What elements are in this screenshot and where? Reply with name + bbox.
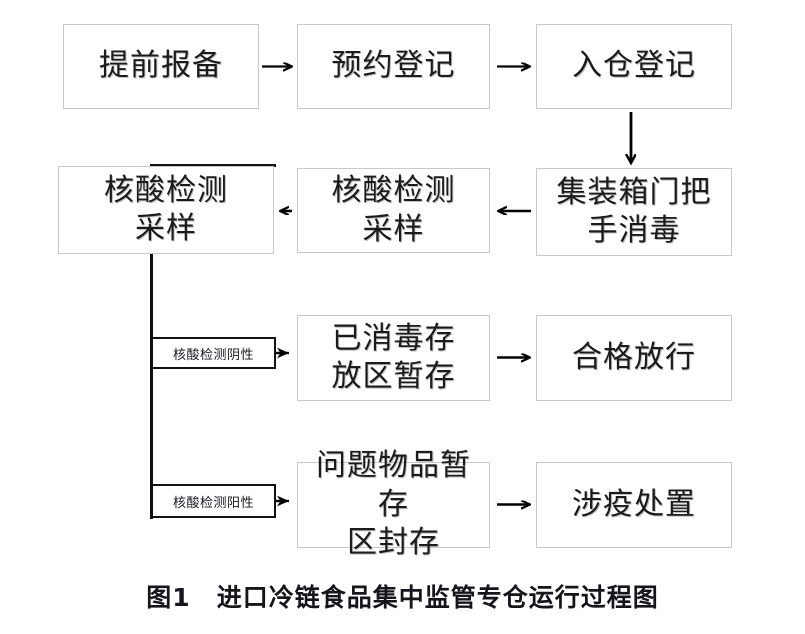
node-container-door-disinfection[interactable]: 集装箱门把 手消毒	[536, 168, 732, 256]
branch-label-positive-text: 核酸检测阳性	[172, 495, 254, 511]
node-entry-registration[interactable]: 入仓登记	[536, 24, 732, 109]
node-entry-registration-label: 入仓登记	[572, 48, 696, 84]
branch-label-negative-text: 核酸检测阴性	[172, 347, 254, 363]
node-appointment-label: 预约登记	[331, 48, 456, 84]
branch-label-negative[interactable]: 核酸检测阴性	[151, 337, 276, 369]
node-nucleic-sampling-1-label: 核酸检测 采样	[331, 173, 456, 247]
node-appointment[interactable]: 预约登记	[297, 24, 490, 109]
node-problem-goods-seal-label: 问题物品暂存 区封存	[316, 448, 471, 561]
node-nucleic-sampling-2[interactable]: 核酸检测 采样	[58, 166, 274, 254]
node-problem-goods-seal[interactable]: 问题物品暂存 区封存	[297, 448, 490, 560]
node-qualified-release-label: 合格放行	[572, 339, 696, 375]
node-nucleic-sampling-2-label: 核酸检测 采样	[104, 172, 228, 246]
node-epidemic-disposal[interactable]: 涉疫处置	[536, 462, 732, 548]
node-epidemic-disposal-label: 涉疫处置	[572, 486, 696, 522]
node-disinfected-storage-label: 已消毒存 放区暂存	[331, 320, 456, 394]
node-pre-report-label: 提前报备	[99, 48, 223, 84]
node-container-door-disinfection-label: 集装箱门把 手消毒	[556, 174, 712, 248]
node-disinfected-storage[interactable]: 已消毒存 放区暂存	[297, 315, 490, 401]
node-nucleic-sampling-1[interactable]: 核酸检测 采样	[297, 168, 490, 253]
figure-caption: 图1 进口冷链食品集中监管专仓运行过程图	[146, 583, 659, 612]
node-pre-report[interactable]: 提前报备	[63, 24, 259, 109]
node-qualified-release[interactable]: 合格放行	[536, 315, 732, 401]
branch-label-positive[interactable]: 核酸检测阳性	[151, 484, 276, 518]
